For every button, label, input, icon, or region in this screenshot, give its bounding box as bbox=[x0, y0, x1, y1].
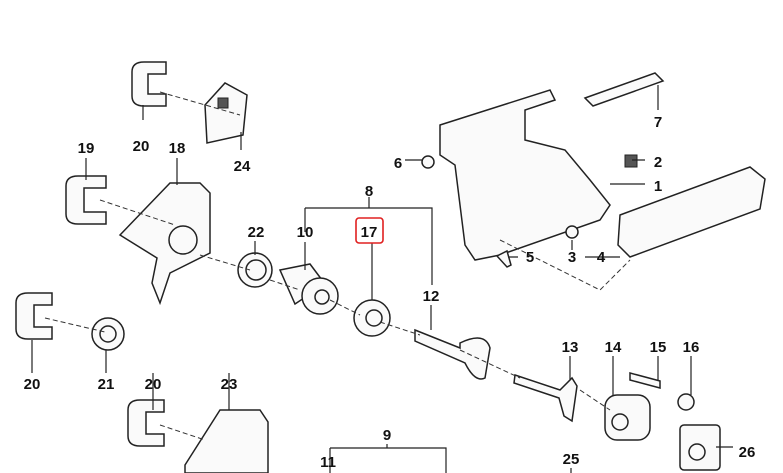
label-2[interactable]: 2 bbox=[654, 154, 662, 171]
part-key-12[interactable] bbox=[414, 328, 491, 380]
part-bushing-3[interactable] bbox=[565, 225, 579, 239]
label-14[interactable]: 14 bbox=[605, 339, 622, 356]
part-clip-19[interactable] bbox=[65, 175, 107, 225]
label-19[interactable]: 19 bbox=[78, 140, 95, 157]
label-13[interactable]: 13 bbox=[562, 339, 579, 356]
label-18[interactable]: 18 bbox=[169, 140, 186, 157]
label-12[interactable]: 12 bbox=[423, 288, 440, 305]
part-lever-18[interactable] bbox=[118, 182, 211, 306]
part-ring-22[interactable] bbox=[237, 252, 273, 288]
part-bracket-23[interactable] bbox=[184, 409, 269, 473]
part-key-13[interactable] bbox=[513, 373, 578, 423]
part-cover-26[interactable] bbox=[679, 424, 721, 471]
label-9[interactable]: 9 bbox=[383, 427, 391, 444]
label-15[interactable]: 15 bbox=[650, 339, 667, 356]
part-lock-cylinder-10[interactable] bbox=[278, 263, 339, 315]
part-housing-14[interactable] bbox=[604, 394, 651, 441]
label-1[interactable]: 1 bbox=[654, 178, 662, 195]
part-handle-grip-4[interactable] bbox=[617, 166, 766, 258]
label-22[interactable]: 22 bbox=[248, 224, 265, 241]
part-screw-5[interactable] bbox=[495, 249, 512, 268]
highlight-box-17 bbox=[355, 217, 384, 244]
part-ring-21[interactable] bbox=[91, 317, 125, 351]
part-clip-2[interactable] bbox=[624, 154, 638, 168]
label-4[interactable]: 4 bbox=[597, 249, 606, 266]
part-rod-7[interactable] bbox=[583, 72, 665, 107]
label-8[interactable]: 8 bbox=[365, 183, 373, 200]
part-clip-20-top[interactable] bbox=[131, 61, 167, 107]
label-16[interactable]: 16 bbox=[683, 339, 700, 356]
label-23[interactable]: 23 bbox=[221, 376, 238, 393]
label-17[interactable]: 17 bbox=[361, 224, 378, 241]
label-3[interactable]: 3 bbox=[568, 249, 576, 266]
part-bracket-24[interactable] bbox=[204, 82, 248, 144]
label-7[interactable]: 7 bbox=[654, 114, 662, 131]
part-nut-6[interactable] bbox=[421, 155, 435, 169]
label-5[interactable]: 5 bbox=[526, 249, 534, 266]
label-20[interactable]: 20 bbox=[133, 138, 150, 155]
part-clip-20-bottom[interactable] bbox=[127, 399, 165, 447]
label-20[interactable]: 20 bbox=[24, 376, 41, 393]
label-6[interactable]: 6 bbox=[394, 155, 402, 172]
part-pin-15[interactable] bbox=[629, 372, 661, 389]
label-20[interactable]: 20 bbox=[145, 376, 162, 393]
part-seal-17[interactable] bbox=[353, 299, 391, 337]
part-handle-frame-1[interactable] bbox=[439, 89, 611, 261]
label-25[interactable]: 25 bbox=[563, 451, 580, 468]
label-24[interactable]: 24 bbox=[234, 158, 251, 175]
part-clip-20-left[interactable] bbox=[15, 292, 53, 340]
label-21[interactable]: 21 bbox=[98, 376, 115, 393]
label-10[interactable]: 10 bbox=[297, 224, 314, 241]
label-26[interactable]: 26 bbox=[739, 444, 756, 461]
part-cap-16[interactable] bbox=[677, 393, 695, 411]
label-11[interactable]: 11 bbox=[320, 454, 336, 471]
